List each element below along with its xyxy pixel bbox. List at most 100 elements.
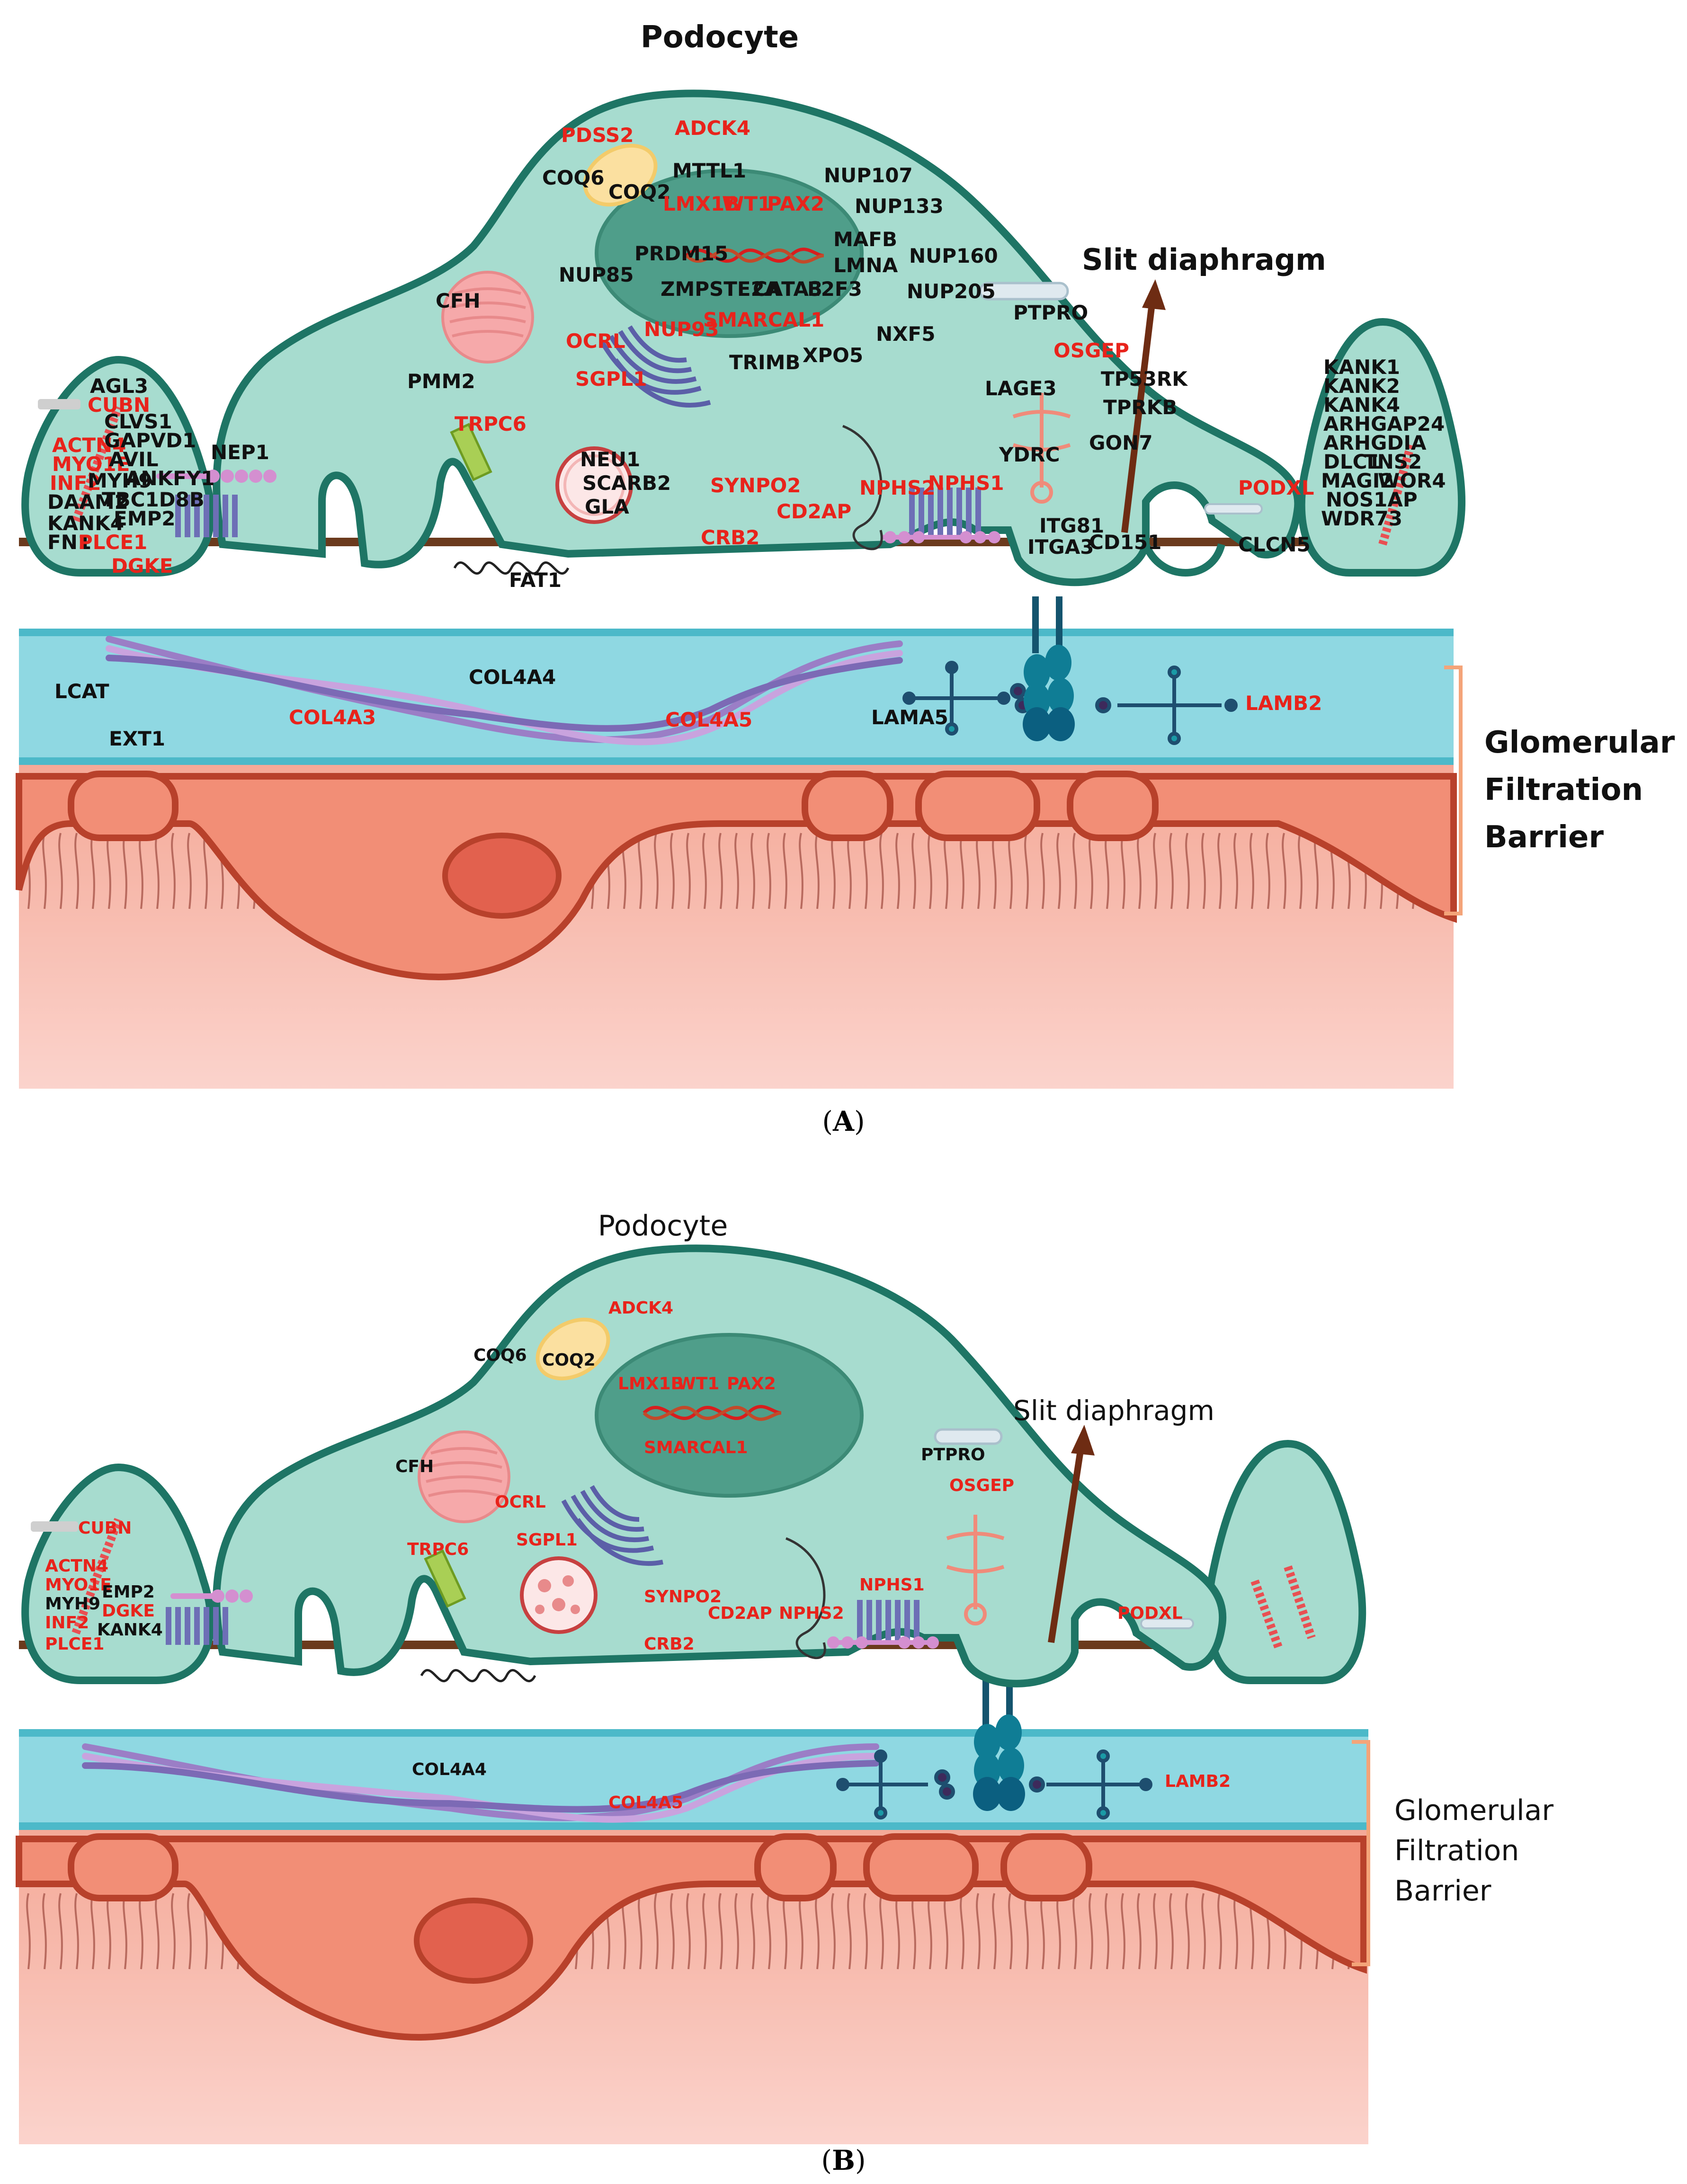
gene-label-smarcal1: SMARCAL1 xyxy=(703,308,824,331)
gene-label-lamb2: LAMB2 xyxy=(1165,1772,1231,1791)
slit-diaphragm-arrow xyxy=(1121,279,1166,533)
gene-label-gla: GLA xyxy=(585,495,629,518)
gene-label-daam2: DAAM2 xyxy=(47,490,128,514)
gene-label-nphs1: NPHS1 xyxy=(928,471,1004,495)
slit-diaphragm-label: Slit diaphragm xyxy=(1082,242,1326,277)
collagen-iv-helix xyxy=(82,1743,879,1823)
gene-label-itg81: ITG81 xyxy=(1039,514,1104,537)
gene-label-avil: AVIL xyxy=(109,448,159,471)
gene-label-lage3: LAGE3 xyxy=(985,377,1057,400)
gene-label-lmx1b: LMX1B xyxy=(663,192,740,215)
gene-label-myo1e: MYO1E xyxy=(52,453,130,476)
integrin-chain xyxy=(1023,596,1075,741)
endothelial-fenestra xyxy=(915,771,1040,841)
caption-b-letter: B xyxy=(831,2144,856,2176)
collagen-iv-helix xyxy=(106,636,903,746)
gene-label-itga3: ITGA3 xyxy=(1027,535,1094,559)
podocin-strand xyxy=(785,1537,826,1660)
gene-label-coq6: COQ6 xyxy=(473,1346,527,1365)
gene-label-pmm2: PMM2 xyxy=(407,370,475,393)
endoplasmic-reticulum xyxy=(441,271,534,364)
gene-label-nup160: NUP160 xyxy=(909,244,998,267)
gene-label-clvs1: CLVS1 xyxy=(104,410,172,433)
gene-label-cfh: CFH xyxy=(436,289,481,312)
gene-label-crb2: CRB2 xyxy=(701,526,759,549)
gene-label-emp2: EMP2 xyxy=(102,1582,155,1602)
gene-label-magi2: MAGI2 xyxy=(1321,469,1394,492)
gene-label-smarcal1: SMARCAL1 xyxy=(644,1438,748,1457)
gene-label-ptpro: PTPRO xyxy=(1013,301,1088,324)
golgi-apparatus xyxy=(561,1485,663,1566)
gene-label-arhgap24: ARHGAP24 xyxy=(1323,412,1445,435)
gene-label-nup85: NUP85 xyxy=(559,263,634,286)
endothelial-fenestra xyxy=(1067,771,1159,841)
fat1-strand xyxy=(420,1669,536,1682)
gene-label-coq2: COQ2 xyxy=(608,180,670,204)
gene-label-ocrl: OCRL xyxy=(566,329,625,353)
gene-label-cubn: CUBN xyxy=(78,1518,132,1538)
actin-cable-left xyxy=(71,405,123,523)
gene-label-osgep: OSGEP xyxy=(1053,339,1129,362)
ptpro-capsule xyxy=(979,282,1069,301)
gene-label-zmpste2a: ZMPSTE2A xyxy=(661,277,780,301)
foot-process-right xyxy=(1205,1439,1366,1684)
mitochondrion xyxy=(536,1317,610,1381)
gene-label-kank1: KANK1 xyxy=(1323,355,1400,379)
gene-label-wdr73: WDR73 xyxy=(1321,507,1402,530)
gene-label-tprkb: TPRKB xyxy=(1103,396,1177,419)
gene-label-pdss2: PDSS2 xyxy=(561,124,634,147)
gene-label-plce1: PLCE1 xyxy=(78,531,147,554)
gene-label-nep1: NEP1 xyxy=(211,441,269,464)
gene-label-trpc6: TRPC6 xyxy=(407,1540,469,1559)
gene-label-inf2: INF2 xyxy=(45,1613,89,1633)
gene-label-tns2: TNS2 xyxy=(1364,450,1422,473)
podocyte-title: Podocyte xyxy=(641,20,799,55)
nephrin-chain-left xyxy=(170,1589,253,1603)
gene-label-nxf5: NXF5 xyxy=(876,322,935,346)
gene-label-mafb: MAFB xyxy=(833,228,897,251)
endothelial-nucleus xyxy=(414,1898,533,1984)
gene-label-wt1: WT1 xyxy=(722,192,771,215)
gene-label-dgke: DGKE xyxy=(102,1601,155,1621)
gene-label-lmna: LMNA xyxy=(833,254,898,277)
gene-label-coq2: COQ2 xyxy=(542,1350,596,1370)
gene-label-nphs2: NPHS2 xyxy=(859,476,936,499)
gene-label-lama5: LAMA5 xyxy=(871,706,948,729)
golgi-apparatus xyxy=(599,325,711,408)
gene-label-agl3: AGL3 xyxy=(90,374,148,398)
gene-label-fn1: FN1 xyxy=(47,531,91,554)
nephrin-chain-slit xyxy=(881,531,1000,543)
nephrin-chain-left xyxy=(156,470,277,483)
gene-label-kank2: KANK2 xyxy=(1323,374,1400,398)
gene-label-emp2: EMP2 xyxy=(114,507,176,530)
endothelial-cell xyxy=(16,773,1457,980)
trna-structure xyxy=(1012,393,1071,504)
gene-label-myo1e: MYO1E xyxy=(45,1575,112,1595)
gene-label-col4a3: COL4A3 xyxy=(289,706,376,729)
podocyte-title: Podocyte xyxy=(598,1209,728,1243)
gene-label-ocrl: OCRL xyxy=(495,1492,546,1512)
gene-label-col4a4: COL4A4 xyxy=(412,1760,487,1779)
nephrin-receptor-left xyxy=(175,495,238,537)
gene-label-pax2: PAX2 xyxy=(767,192,824,215)
actin-cable-left xyxy=(71,1518,123,1635)
gene-label-inf2: INF2 xyxy=(50,471,101,495)
dna-helix xyxy=(643,1405,782,1421)
gene-label-arhgdia: ARHGDIA xyxy=(1323,431,1427,454)
endothelial-fenestra xyxy=(754,1833,837,1901)
mitochondrion xyxy=(583,143,658,207)
gene-label-clcn5: CLCN5 xyxy=(1238,533,1311,556)
gene-label-cfh: CFH xyxy=(395,1457,434,1476)
trpc6-channel xyxy=(450,423,492,481)
trpc6-channel xyxy=(424,1549,466,1608)
podocin-strand xyxy=(842,425,883,550)
gene-label-fat1: FAT1 xyxy=(509,568,562,592)
endoplasmic-reticulum xyxy=(418,1430,510,1523)
integrin-chain xyxy=(973,1657,1025,1811)
gene-label-myh9: MYH9 xyxy=(88,469,152,492)
gene-label-trimb: TRIMB xyxy=(729,351,800,374)
endothelial-nucleus xyxy=(442,833,562,919)
gene-label-cata3: CATA3 xyxy=(753,277,822,301)
gene-label-wor4: WOR4 xyxy=(1378,469,1446,492)
